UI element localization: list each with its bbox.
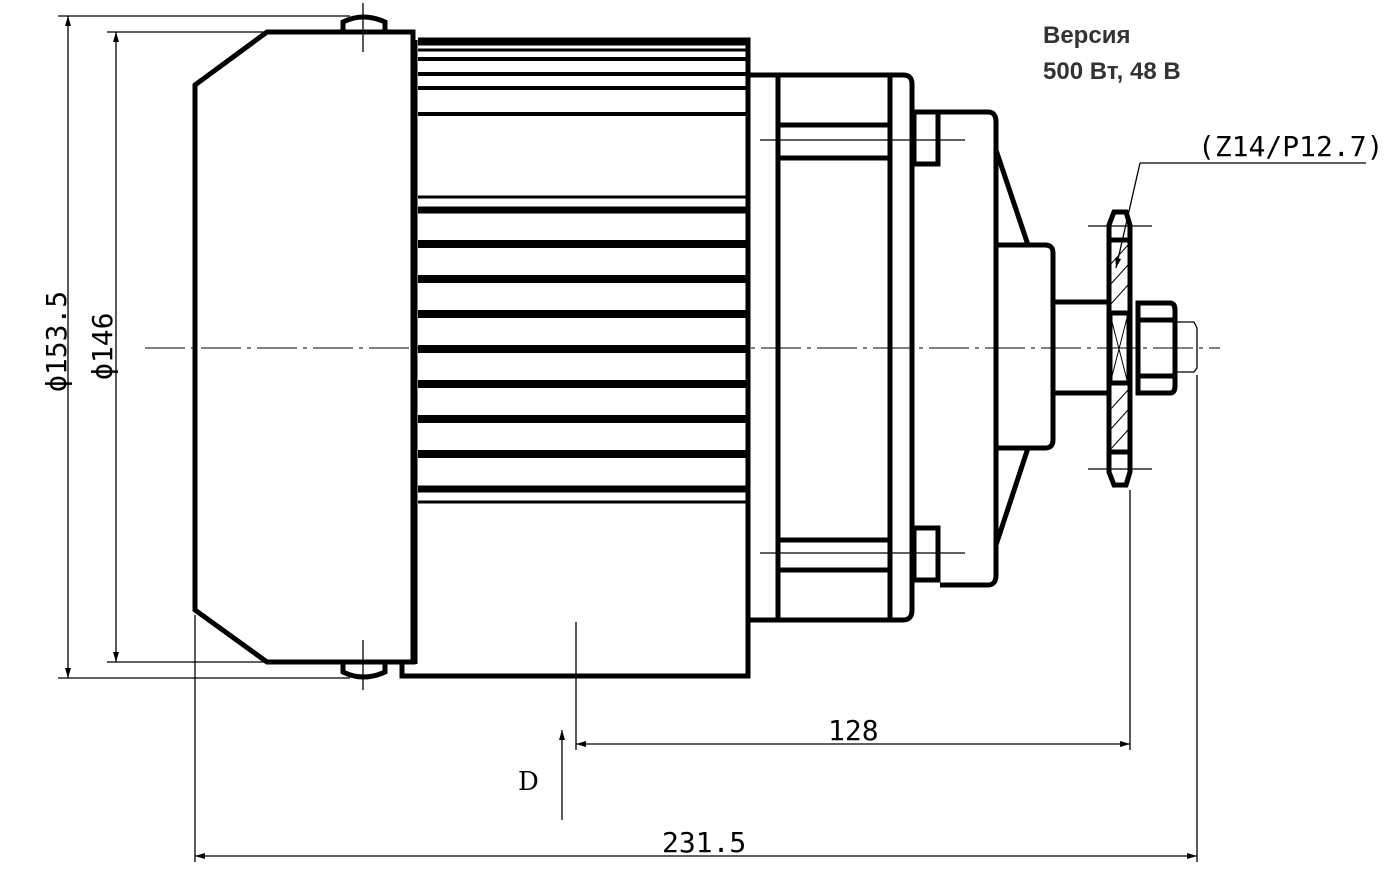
sprocket	[1088, 162, 1366, 488]
version-title: Версия	[1043, 22, 1131, 49]
gearbox	[750, 72, 1110, 623]
inner-diameter-label: ϕ146	[86, 313, 119, 380]
shaft-length-label: 128	[828, 714, 879, 747]
dimension-outer-diameter	[58, 15, 350, 679]
dimension-inner-diameter	[107, 31, 267, 663]
outer-diameter-label: ϕ153.5	[40, 291, 73, 392]
sprocket-label: (Z14/P12.7)	[1198, 130, 1383, 163]
dimension-231-5	[194, 375, 1198, 862]
screw-bottom	[340, 640, 388, 690]
end-cap	[192, 29, 416, 665]
version-spec: 500 Вт, 48 В	[1043, 58, 1181, 85]
motor-housing-fins	[399, 37, 751, 679]
dimension-128	[575, 490, 1131, 750]
total-length-label: 231.5	[662, 826, 746, 859]
view-d-label: D	[518, 767, 539, 797]
screw-top	[340, 3, 388, 52]
